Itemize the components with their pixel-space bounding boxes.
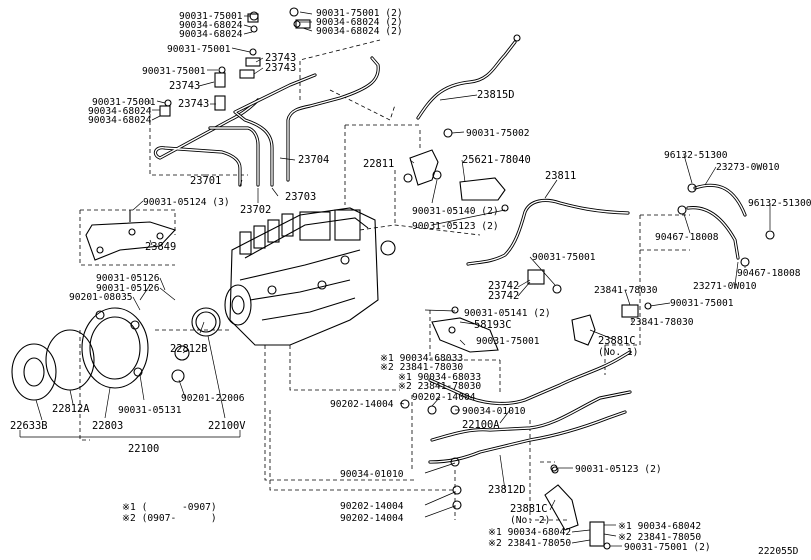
label-b10: 90034-68024 (2) <box>316 17 403 28</box>
label-23271: 23271-0W010 <box>693 281 757 292</box>
note-1: ※1 ( -0907) <box>122 502 217 513</box>
label-b4: 90031-75001 <box>167 44 231 55</box>
label-23815d: 23815D <box>477 89 515 101</box>
label-b12: 90031-75002 <box>466 128 530 139</box>
label-23742-b: 23742 <box>488 290 519 302</box>
label-23841-a: 23841-78030 <box>594 285 658 296</box>
label-23841-b: 23841-78030 <box>630 317 694 328</box>
label-23881c-no2: 23881C <box>510 503 548 515</box>
label-b32: 90034-01010 <box>340 469 404 480</box>
label-b5: 90031-75001 <box>142 66 206 77</box>
label-23849: 23849 <box>145 241 176 253</box>
label-b7: 90034-68024 <box>88 106 152 117</box>
part-number-labels: 90031-75001 90034-68024 90034-68024 9003… <box>10 8 811 557</box>
label-b9: 90031-75001 (2) <box>316 8 403 19</box>
pipes-22100a <box>400 350 632 442</box>
injection-pipes <box>153 56 380 187</box>
label-22633b: 22633B <box>10 420 48 432</box>
label-b18: 90031-05141 (2) <box>464 308 551 319</box>
label-23702: 23702 <box>240 204 271 216</box>
injection-pump-body <box>224 207 396 346</box>
label-23701: 23701 <box>190 175 221 187</box>
label-b17: 90031-75001 <box>670 298 734 309</box>
label-b30: 90202-14004 <box>412 392 476 403</box>
label-b33: 90202-14004 <box>340 501 404 512</box>
label-b26: ※2 23841-78030 <box>380 362 463 373</box>
label-b40: 90031-75001 (2) <box>624 542 711 553</box>
label-58193c: 58193C <box>474 319 512 331</box>
label-23742-a: 23742 <box>488 280 519 292</box>
label-90467-b: 90467-18008 <box>737 268 801 279</box>
note-2: ※2 (0907- ) <box>122 513 217 524</box>
label-23743-b: 23743 <box>265 62 296 74</box>
label-23743-c: 23743 <box>169 80 200 92</box>
bracket-58193c <box>431 306 499 353</box>
label-b35: 90031-05123 (2) <box>575 464 662 475</box>
label-b15: 90031-05123 (2) <box>412 221 499 232</box>
dashed-reference-lines <box>79 39 690 521</box>
label-96132-a: 96132-51300 <box>664 150 728 161</box>
label-b34: 90202-14004 <box>340 513 404 524</box>
label-b16: 90031-75001 <box>532 252 596 263</box>
label-b21: 90031-05126 <box>96 283 160 294</box>
bracket-22811 <box>403 149 506 201</box>
label-23881c-no1: 23881C <box>598 335 636 347</box>
label-b24: 90031-05131 <box>118 405 182 416</box>
label-22811: 22811 <box>363 158 394 170</box>
label-23811: 23811 <box>545 170 576 182</box>
label-b20: 90031-05126 <box>96 273 160 284</box>
label-23743-d: 23743 <box>178 98 209 110</box>
label-b1: 90031-75001 <box>179 11 243 22</box>
label-b37: ※2 23841-78050 <box>618 532 701 543</box>
fuel-hoses <box>677 183 775 267</box>
label-b23: 90201-22006 <box>181 393 245 404</box>
label-b29: 90202-14004 <box>330 399 394 410</box>
label-22803: 22803 <box>92 420 123 432</box>
label-22100: 22100 <box>128 443 159 455</box>
pipe-23811 <box>466 198 630 266</box>
label-96132-b: 96132-51300 <box>748 198 811 209</box>
label-23812d: 23812D <box>488 484 526 496</box>
pipe-23812d <box>428 410 627 510</box>
label-90467-a: 90467-18008 <box>655 232 719 243</box>
label-b14: 90031-05140 (2) <box>412 206 499 217</box>
label-23273: 23273-0W010 <box>716 162 780 173</box>
leader-lines <box>19 11 771 547</box>
label-b13: 90031-05124 (3) <box>143 197 230 208</box>
label-b25: ※1 90034-68033 <box>380 353 463 364</box>
label-b19: 90031-75001 <box>476 336 540 347</box>
bracket-23849 <box>85 210 176 261</box>
label-no2: (No. 2) <box>510 515 550 526</box>
label-23743-a: 23743 <box>265 52 296 64</box>
label-no1: (No. 1) <box>598 347 638 358</box>
pipe-23815d <box>416 34 521 120</box>
label-b27: ※1 90034-68033 <box>398 372 481 383</box>
bolts-and-nuts <box>164 7 559 474</box>
label-22812b: 22812B <box>170 343 208 355</box>
figure-number: 222055D <box>758 546 799 557</box>
label-b38: ※1 90034-68042 <box>488 527 571 538</box>
label-b6: 90031-75001 <box>92 97 156 108</box>
label-22100v: 22100V <box>208 420 246 432</box>
label-b2: 90034-68024 <box>179 20 243 31</box>
label-23704: 23704 <box>298 154 329 166</box>
label-b8: 90034-68024 <box>88 115 152 126</box>
label-b31: 90034-01010 <box>462 406 526 417</box>
label-b3: 90034-68024 <box>179 29 243 40</box>
label-b22: 90201-08035 <box>69 292 133 303</box>
label-b39: ※2 23841-78050 <box>488 538 571 549</box>
label-b11: 90034-68024 (2) <box>316 26 403 37</box>
label-b28: ※2 23841-78030 <box>398 381 481 392</box>
label-b36: ※1 90034-68042 <box>618 521 701 532</box>
label-23703: 23703 <box>285 191 316 203</box>
label-22812a: 22812A <box>52 403 90 415</box>
label-22100a: 22100A <box>462 419 500 431</box>
label-25621-78040: 25621-78040 <box>462 154 531 166</box>
clamps-23742 <box>527 269 562 294</box>
